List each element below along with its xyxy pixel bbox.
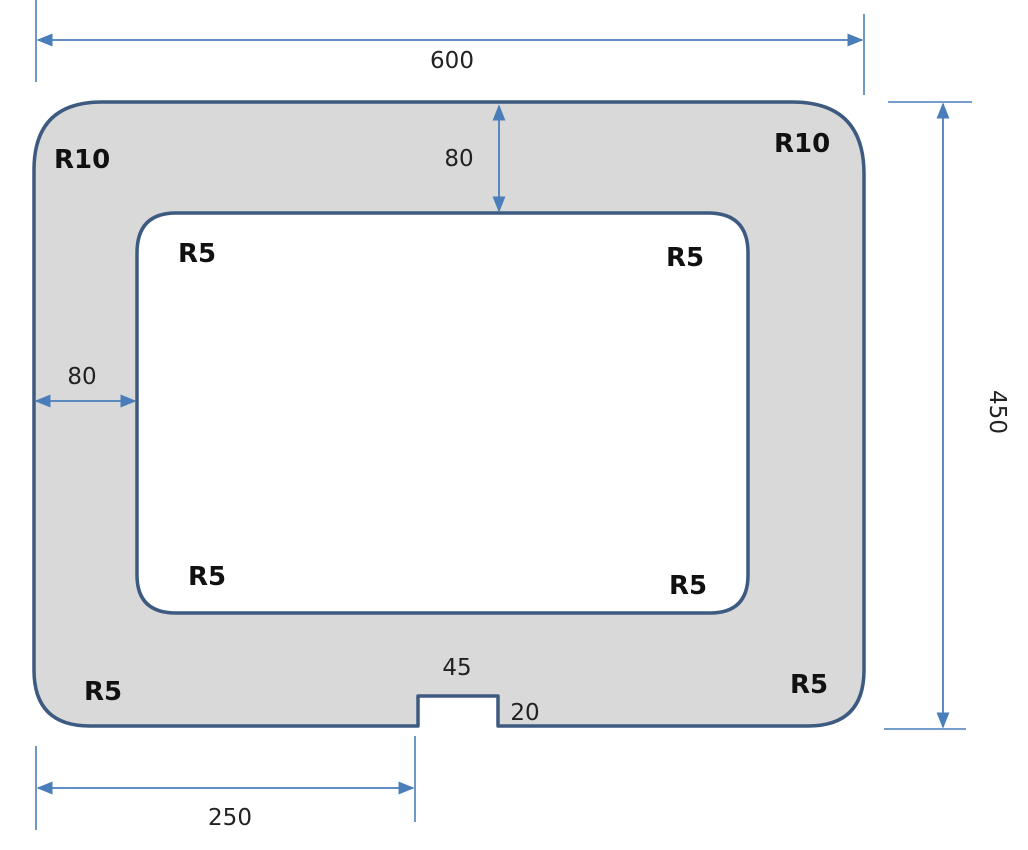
dim-label-top-wall: 80	[444, 146, 473, 172]
radius-label-outer-top-right: R10	[774, 129, 830, 159]
radius-label-inner-top-left: R5	[178, 239, 216, 269]
frame-shape	[32, 100, 866, 728]
radius-label-outer-top-left: R10	[54, 145, 110, 175]
dim-label-notch-width: 45	[442, 655, 471, 681]
radius-label-inner-bottom-right: R5	[669, 571, 707, 601]
dim-label-width: 600	[430, 48, 474, 74]
dim-label-notch-offset: 250	[208, 805, 252, 831]
dim-label-left-wall: 80	[67, 364, 96, 390]
radius-label-outer-bottom-left: R5	[84, 677, 122, 707]
dimension-lines	[34, 33, 950, 795]
radius-label-inner-top-right: R5	[666, 243, 704, 273]
extension-lines	[35, 0, 972, 830]
dim-label-height: 450	[984, 390, 1010, 434]
radius-label-outer-bottom-right: R5	[790, 670, 828, 700]
dim-label-notch-depth: 20	[510, 700, 539, 726]
radius-label-inner-bottom-left: R5	[188, 562, 226, 592]
